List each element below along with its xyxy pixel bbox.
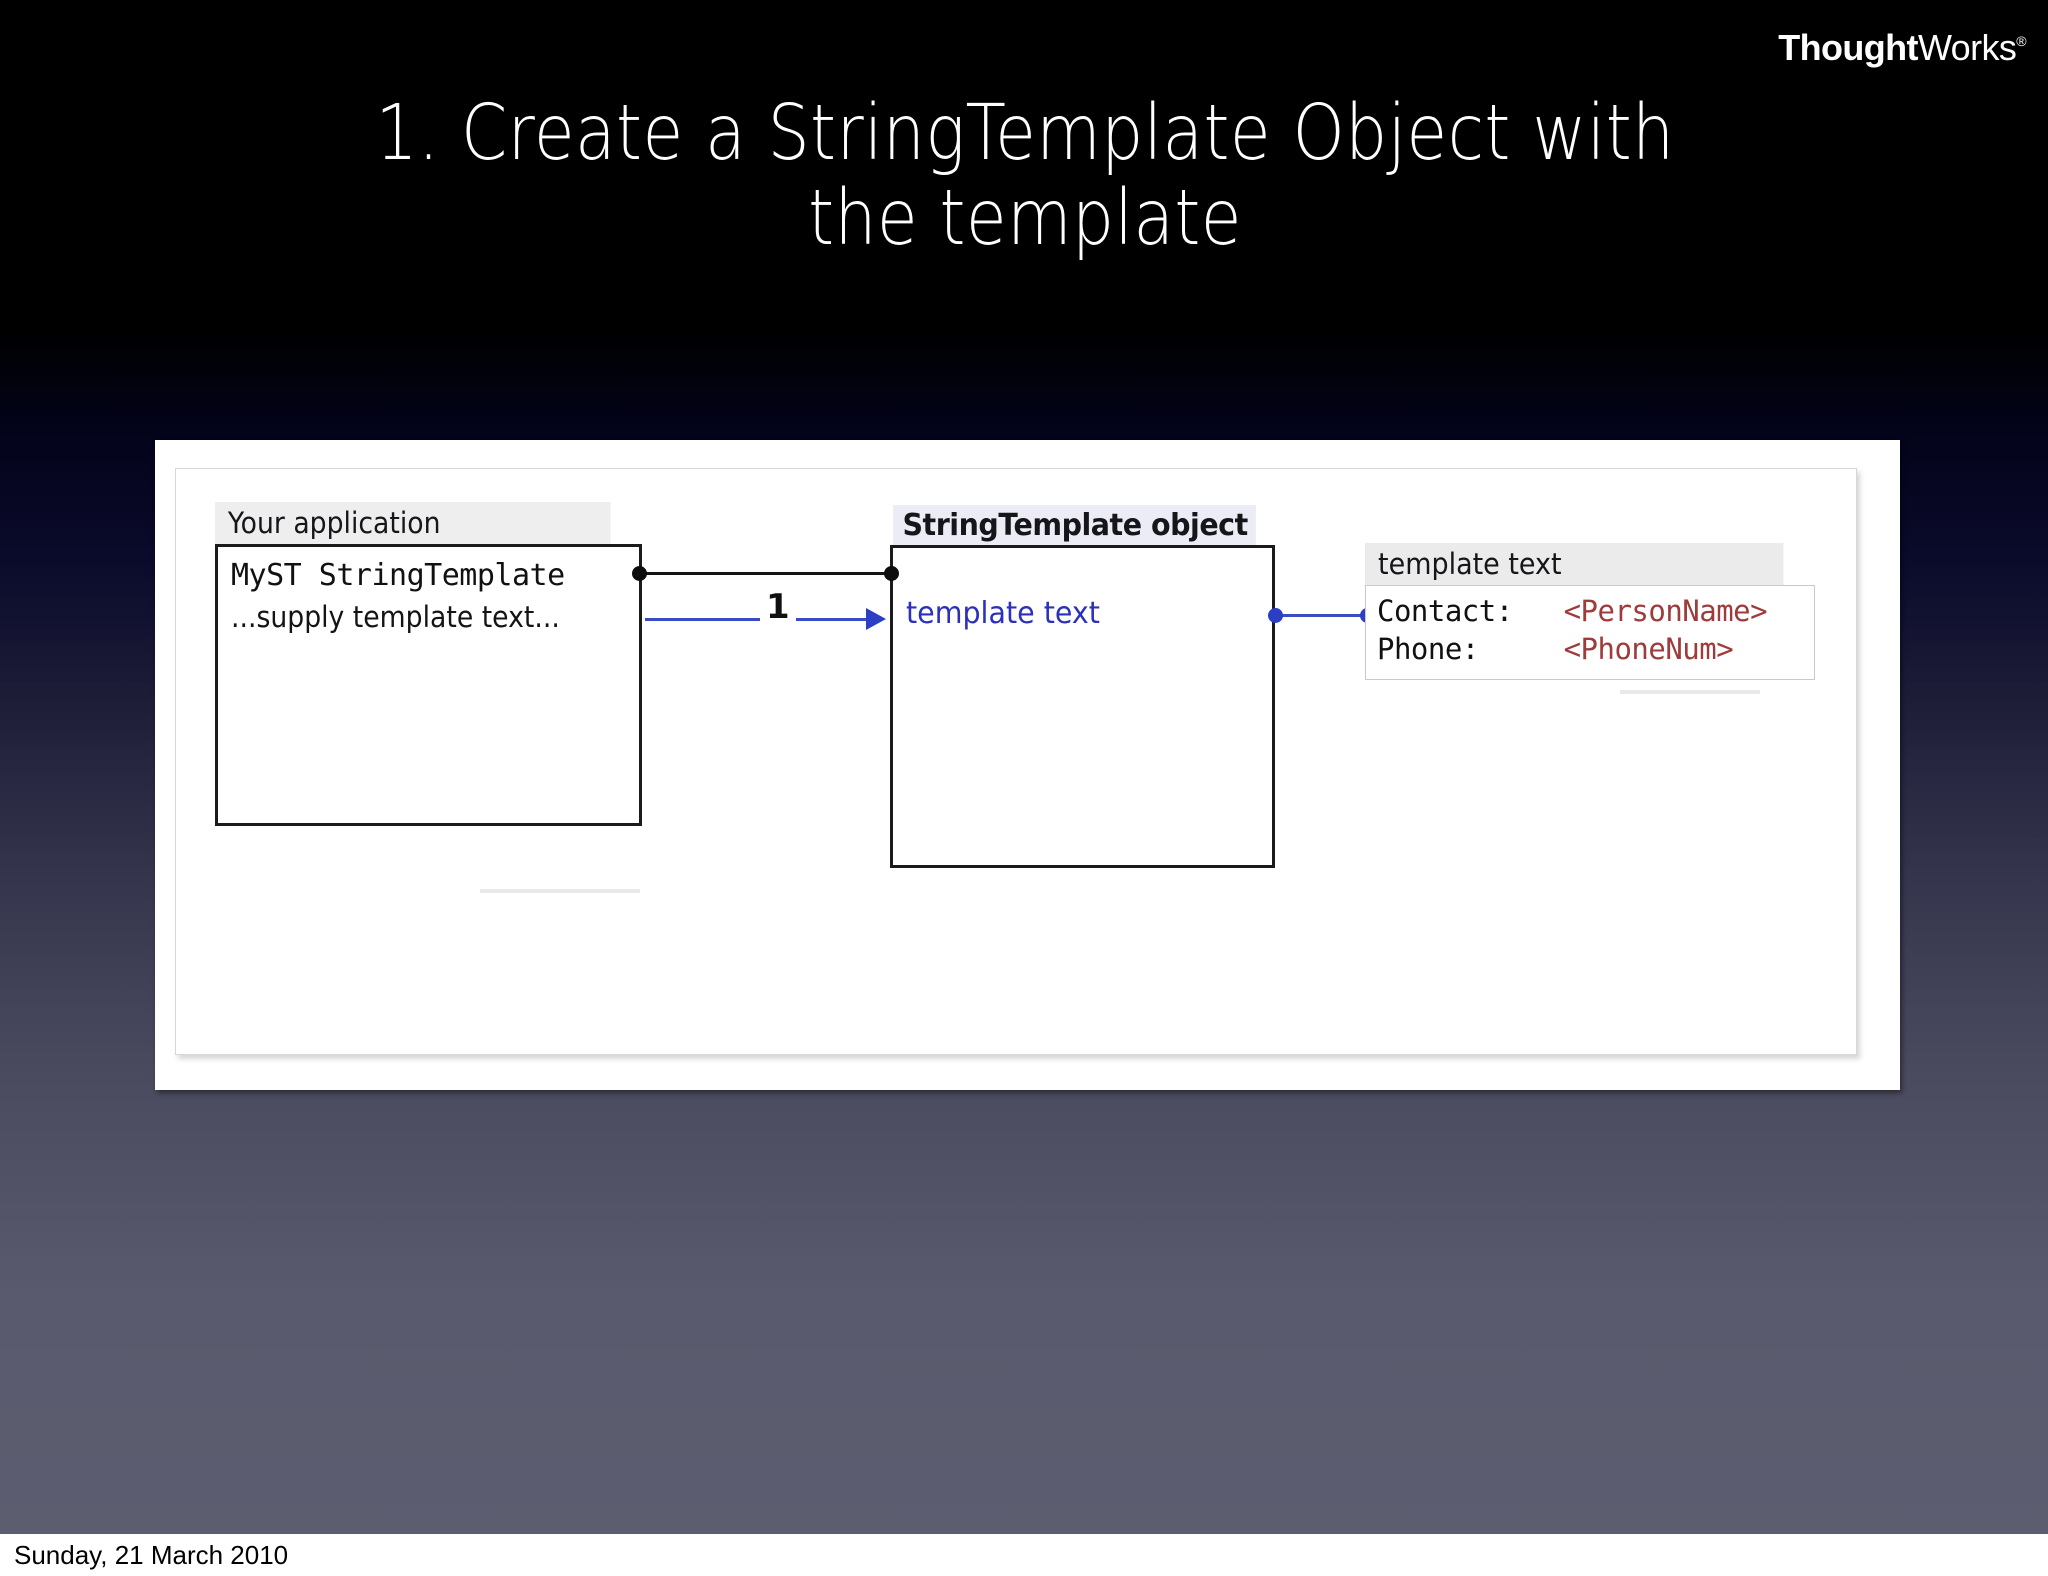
composition-connector-dot-left xyxy=(632,566,647,581)
slide-title-line-1: 1. Create a StringTemplate Object with xyxy=(375,89,1675,178)
scan-artifact-line-2 xyxy=(1620,690,1760,694)
composition-connector-dot-right xyxy=(884,566,899,581)
slide-title: 1. Create a StringTemplate Object with t… xyxy=(298,89,1751,263)
your-application-line-1: MyST StringTemplate xyxy=(231,558,565,593)
contact-label: Contact: xyxy=(1377,594,1513,628)
your-application-line-2: ...supply template text... xyxy=(231,600,560,634)
association-arrowhead-icon xyxy=(866,608,886,630)
association-multiplicity-label: 1 xyxy=(760,590,796,624)
template-text-callout-box xyxy=(1365,585,1815,680)
template-text-connector-dot-left xyxy=(1268,608,1283,623)
stringtemplate-object-header: StringTemplate object xyxy=(893,505,1256,545)
template-text-callout-header: template text xyxy=(1365,543,1784,585)
logo-bold-text: Thought xyxy=(1778,27,1918,68)
phone-label: Phone: xyxy=(1377,632,1479,666)
stringtemplate-object-box xyxy=(890,545,1275,868)
template-text-row-contact: Contact: <PersonName> xyxy=(1377,594,1768,628)
slide-canvas: ThoughtWorks® 1. Create a StringTemplate… xyxy=(0,0,2048,1534)
footer-date: Sunday, 21 March 2010 xyxy=(14,1540,289,1570)
personname-token: <PersonName> xyxy=(1563,594,1768,628)
your-application-header: Your application xyxy=(215,502,611,544)
your-application-box xyxy=(215,544,642,826)
template-text-row-phone: Phone: <PhoneNum> xyxy=(1377,632,1734,666)
association-connector-line xyxy=(645,618,873,621)
slide-title-line-2: the template xyxy=(808,173,1242,263)
phonenum-token: <PhoneNum> xyxy=(1563,632,1734,666)
logo-light-text: Works xyxy=(1917,27,2017,68)
scan-artifact-line-1 xyxy=(480,889,640,893)
thoughtworks-logo: ThoughtWorks® xyxy=(1778,30,2026,66)
template-text-connector-line xyxy=(1278,614,1370,617)
registered-mark-icon: ® xyxy=(2016,33,2026,49)
stringtemplate-object-line-1: template text xyxy=(906,596,1100,631)
slide-footer: Sunday, 21 March 2010 xyxy=(0,1534,2048,1576)
composition-connector-line xyxy=(640,572,894,575)
